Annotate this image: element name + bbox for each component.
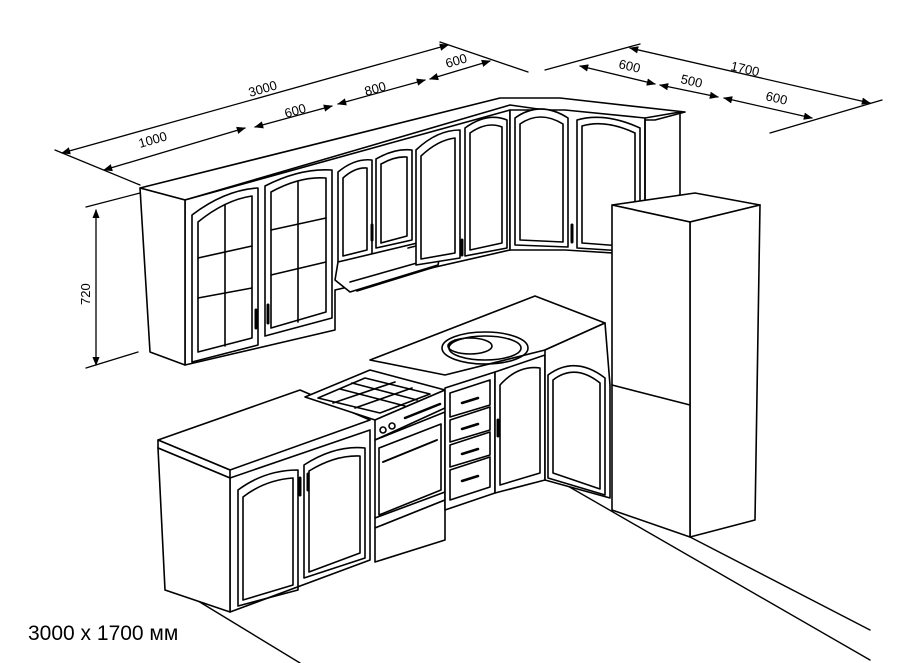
dim-720: 720 <box>78 283 93 305</box>
dim-600-corner: 600 <box>444 50 469 70</box>
dim-1000: 1000 <box>137 128 169 150</box>
sink <box>441 331 529 365</box>
upper-doors-mid <box>415 116 508 266</box>
hood-cabinet <box>337 148 413 263</box>
dim-1700: 1700 <box>729 58 761 79</box>
dim-800: 800 <box>363 78 388 98</box>
glass-door-right <box>264 169 333 337</box>
dim-600-right-first: 600 <box>617 56 642 75</box>
drawers-unit <box>444 371 496 511</box>
size-caption: 3000 x 1700 мм <box>28 622 179 645</box>
dimension-lines <box>54 41 883 369</box>
dim-600-left: 600 <box>283 100 308 120</box>
dim-500: 500 <box>679 71 704 90</box>
glass-door-left <box>191 187 259 363</box>
stove <box>304 369 446 563</box>
base-cabinets <box>157 295 611 613</box>
upper-cabinets <box>139 97 686 366</box>
refrigerator <box>603 192 761 538</box>
dim-600-right-last: 600 <box>764 88 789 107</box>
